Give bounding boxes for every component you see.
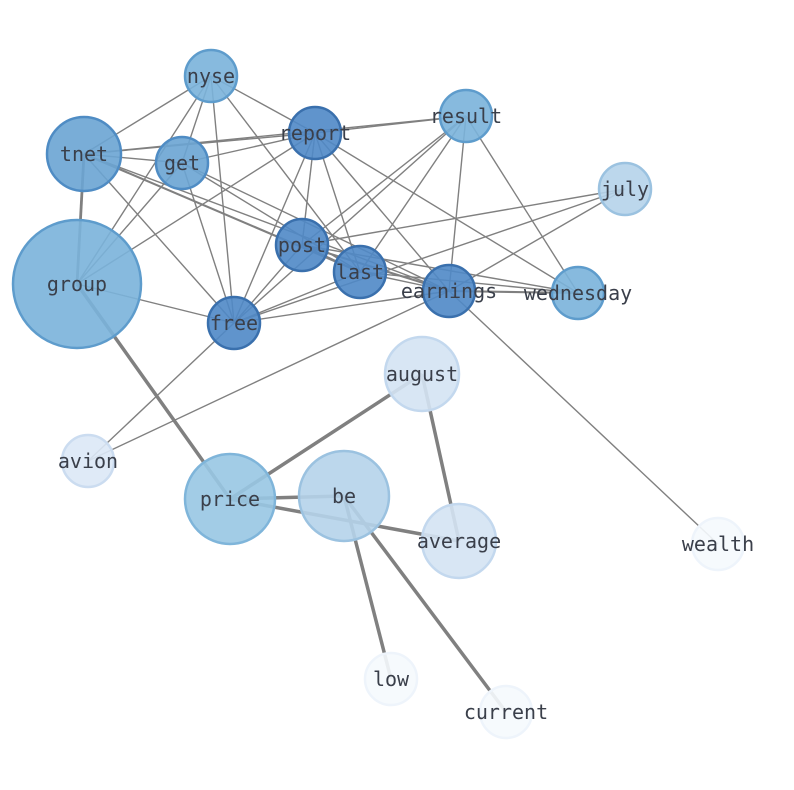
node-label-last: last [336, 260, 384, 284]
node-current [478, 684, 534, 740]
node-label-report: report [279, 121, 351, 145]
node-wednesday [550, 265, 606, 321]
node-label-free: free [210, 311, 258, 335]
node-last [332, 244, 388, 300]
node-result [438, 88, 494, 144]
node-be [297, 449, 391, 543]
edge-earnings-avion [87, 290, 450, 462]
edge-july-free [233, 188, 626, 324]
node-wealth [690, 516, 746, 572]
node-label-current: current [464, 700, 548, 724]
edge-report-free [233, 132, 316, 324]
nodes-layer [11, 48, 746, 740]
node-august [383, 335, 461, 413]
edge-earnings-free [233, 290, 450, 324]
node-label-result: result [430, 104, 502, 128]
node-price [183, 452, 277, 546]
edge-result-last [359, 115, 467, 273]
node-nyse [183, 48, 239, 104]
node-label-tnet: tnet [60, 142, 108, 166]
node-label-post: post [278, 233, 326, 257]
node-free [206, 295, 262, 351]
node-label-wealth: wealth [682, 532, 754, 556]
node-label-august: august [386, 362, 458, 386]
node-label-july: july [601, 177, 649, 201]
node-label-earnings: earnings [401, 279, 497, 303]
node-label-avion: avion [58, 449, 118, 473]
node-label-price: price [200, 487, 260, 511]
node-label-low: low [373, 667, 410, 691]
node-label-be: be [332, 484, 356, 508]
edge-july-post [301, 188, 626, 246]
node-label-average: average [417, 529, 501, 553]
node-label-get: get [164, 151, 200, 175]
edge-tnet-earnings [83, 153, 450, 292]
labels-layer: nyse report result tnet get july post last group… [47, 64, 754, 724]
edge-tnet-result [83, 115, 467, 155]
node-report [287, 105, 343, 161]
node-tnet [45, 115, 123, 193]
edge-free-avion [87, 322, 235, 462]
edge-report-earnings [314, 132, 450, 292]
node-july [597, 161, 653, 217]
node-avion [60, 433, 116, 489]
node-label-wednesday: wednesday [524, 281, 632, 305]
edge-nyse-free [210, 75, 235, 324]
node-average [420, 502, 498, 580]
edge-get-free [181, 162, 235, 324]
edge-report-wednesday [314, 132, 579, 294]
node-get [154, 135, 210, 191]
node-earnings [421, 263, 477, 319]
edge-result-wednesday [465, 115, 579, 294]
node-group [11, 218, 143, 350]
node-label-nyse: nyse [187, 64, 235, 88]
edge-earnings-wealth [448, 290, 719, 545]
edge-result-earnings [448, 115, 467, 292]
node-label-group: group [47, 272, 107, 296]
node-low [363, 651, 419, 707]
node-post [274, 217, 330, 273]
edge-result-free [233, 115, 467, 324]
edge-result-post [301, 115, 467, 246]
edge-july-earnings [448, 188, 626, 292]
